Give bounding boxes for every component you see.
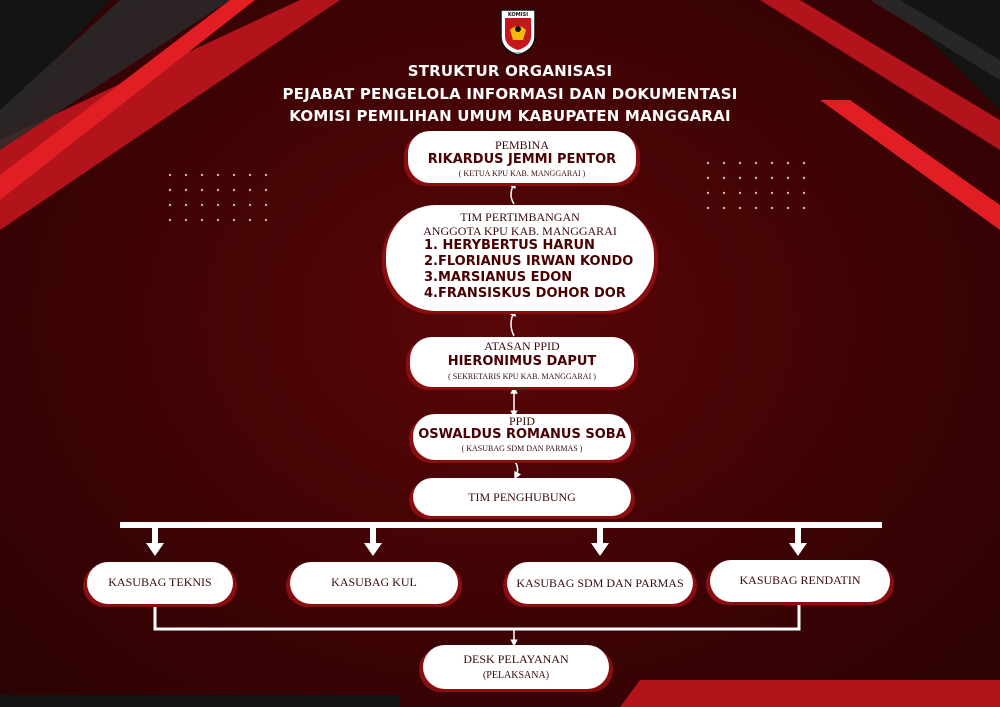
kasubag-teknis-box: KASUBAG TEKNIS xyxy=(87,562,233,604)
ppid-role: PPID xyxy=(508,414,535,428)
tim-pertimbangan-subtitle: ANGGOTA KPU KAB. MANGGARAI xyxy=(423,224,617,238)
title-line-2: PEJABAT PENGELOLA INFORMASI DAN DOKUMENT… xyxy=(282,85,738,103)
atasan-ppid-box: ATASAN PPID HIERONIMUS DAPUT ( SEKRETARI… xyxy=(410,337,634,387)
logo-text-top: KOMISI xyxy=(508,12,528,18)
desk-pelayanan-box: DESK PELAYANAN (PELAKSANA) xyxy=(423,645,609,689)
pembina-name: RIKARDUS JEMMI PENTOR xyxy=(427,152,617,167)
kasubag-kul-label: KASUBAG KUL xyxy=(331,575,417,589)
member-1: 1. HERYBERTUS HARUN xyxy=(424,238,595,253)
ppid-name: OSWALDUS ROMANUS SOBA xyxy=(418,427,626,442)
title-line-3: KOMISI PEMILIHAN UMUM KABUPATEN MANGGARA… xyxy=(289,107,731,125)
ppid-note: ( KASUBAG SDM DAN PARMAS ) xyxy=(461,444,583,453)
desk-pelayanan-label: DESK PELAYANAN xyxy=(463,652,569,666)
tim-pertimbangan-box: TIM PERTIMBANGAN ANGGOTA KPU KAB. MANGGA… xyxy=(386,205,654,311)
kasubag-sdm-parmas-box: KASUBAG SDM DAN PARMAS xyxy=(507,562,693,604)
pembina-role: PEMBINA xyxy=(494,138,549,152)
tim-pertimbangan-role: TIM PERTIMBANGAN xyxy=(460,210,580,224)
atasan-ppid-note: ( SEKRETARIS KPU KAB. MANGGARAI ) xyxy=(448,372,596,381)
atasan-ppid-name: HIERONIMUS DAPUT xyxy=(447,354,597,369)
logo-text-bottom: PEMILIHAN UMUM xyxy=(505,51,532,55)
tim-penghubung-box: TIM PENGHUBUNG xyxy=(413,478,631,516)
member-4: 4.FRANSISKUS DOHOR DOR xyxy=(424,286,626,301)
pembina-box: PEMBINA RIKARDUS JEMMI PENTOR ( KETUA KP… xyxy=(408,131,636,183)
kpu-logo: KOMISI PEMILIHAN UMUM xyxy=(500,9,536,56)
kasubag-kul-box: KASUBAG KUL xyxy=(290,562,458,604)
desk-pelayanan-note: (PELAKSANA) xyxy=(482,670,550,681)
kasubag-rendatin-label: KASUBAG RENDATIN xyxy=(739,573,861,587)
kasubag-sdm-parmas-label: KASUBAG SDM DAN PARMAS xyxy=(516,576,684,590)
member-2: 2.FLORIANUS IRWAN KONDO xyxy=(424,254,634,269)
atasan-ppid-role: ATASAN PPID xyxy=(484,339,560,353)
pembina-note: ( KETUA KPU KAB. MANGGARAI ) xyxy=(458,169,586,178)
kasubag-rendatin-box: KASUBAG RENDATIN xyxy=(710,560,890,602)
kasubag-teknis-label: KASUBAG TEKNIS xyxy=(108,575,212,589)
tim-penghubung-label: TIM PENGHUBUNG xyxy=(468,490,576,504)
member-3: 3.MARSIANUS EDON xyxy=(424,270,573,285)
ppid-box: PPID OSWALDUS ROMANUS SOBA ( KASUBAG SDM… xyxy=(413,414,631,460)
title-line-1: STRUKTUR ORGANISASI xyxy=(407,62,613,80)
